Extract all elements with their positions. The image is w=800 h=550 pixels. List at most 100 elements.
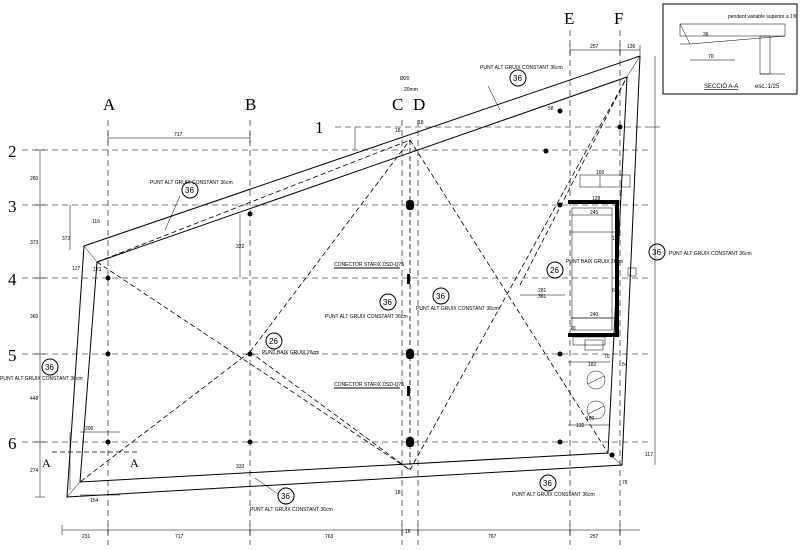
dim-left-2: 373 <box>30 240 39 246</box>
pipe-circle-lower <box>586 400 606 420</box>
tag-circle <box>539 474 557 492</box>
dim-misc-7: 245 <box>590 210 599 216</box>
slope-lines <box>79 76 628 483</box>
dim-misc-25: 78 <box>622 480 628 486</box>
dim-misc-9: 20 <box>570 326 576 332</box>
dim-top-3: 136 <box>627 44 636 50</box>
axis-label-1: 1 <box>315 118 324 137</box>
dimension-texts: 231 717 763 767 257 717 257 136 280 373 … <box>30 44 653 540</box>
pipe-circle-upper <box>586 370 606 390</box>
dimension-lines <box>35 45 660 535</box>
dim-misc-27: 58 <box>548 106 554 112</box>
annotations: 36 PUNT ALT GRUIX CONSTANT 36cm 36 PUNT … <box>0 65 752 513</box>
dim-misc-6: 128 <box>592 196 601 202</box>
rebar-markers <box>105 108 623 458</box>
note-punt-alt-top: PUNT ALT GRUIX CONSTANT 36cm <box>480 65 563 71</box>
axis-label-C: C <box>392 95 403 114</box>
dim-misc-11: 60 <box>612 288 618 294</box>
note-punt-baix-right: PUNT BAIX GRUIX 26cm <box>566 259 623 265</box>
note-punt-baix-centre: PUNT BAIX GRUIX 26cm <box>262 350 319 356</box>
dim-left-1: 280 <box>30 176 39 182</box>
tag-circle <box>41 358 59 376</box>
dim-misc-19: 322 <box>236 244 245 250</box>
dim-top-2: 257 <box>590 44 599 50</box>
slab-outline <box>66 55 641 498</box>
note-punt-alt-right: PUNT ALT GRUIX CONSTANT 36cm <box>669 251 752 257</box>
note-punt-alt-left-2: PUNT ALT GRUIX CONSTANT 36cm <box>0 376 83 382</box>
section-mark: A A <box>42 451 139 470</box>
dim-misc-26: 117 <box>645 452 653 458</box>
tag-circle <box>181 181 199 199</box>
rebar-tag-top: Ø20 <box>400 76 410 82</box>
section-mark-left: A <box>42 456 51 470</box>
tag-circle <box>432 287 450 305</box>
dim-misc-28: 373 <box>62 236 71 242</box>
note-punt-alt-centre: PUNT ALT GRUIX CONSTANT 36cm <box>325 314 408 320</box>
dim-misc-4: 18 <box>395 490 401 496</box>
tag-circle <box>546 261 564 279</box>
dim-misc-8: 240 <box>590 312 599 318</box>
dim-bottom-1: 231 <box>82 534 91 540</box>
rebar-tags: Ø20 20mm <box>400 76 418 93</box>
tag-circle <box>509 69 527 87</box>
tag-number: 36 <box>652 248 661 257</box>
dim-bottom-3: 763 <box>325 534 334 540</box>
section-scale: esc.:1/25 <box>755 84 780 90</box>
connector-label-upper: CONECTOR STAFIX DSD-Q75 <box>334 262 404 268</box>
section-dim-length: 70 <box>708 54 714 60</box>
dim-misc-22: 132 <box>576 423 585 429</box>
note-punt-alt-bottom: PUNT ALT GRUIX CONSTANT 36cm <box>250 507 333 513</box>
tag-number: 26 <box>550 266 559 275</box>
dim-misc-3: 16 <box>405 529 411 535</box>
tag-circle <box>277 487 295 505</box>
dim-left-4: 448 <box>30 396 39 402</box>
axis-label-A: A <box>103 95 116 114</box>
tag-number: 36 <box>513 74 522 83</box>
section-title: SECCIÓ A-A <box>704 83 738 90</box>
section-mark-right: A <box>130 456 139 470</box>
dim-misc-20: 333 <box>236 464 245 470</box>
axis-label-5: 5 <box>8 346 17 365</box>
dim-misc-14: 173 <box>93 267 102 273</box>
tag-number: 36 <box>281 492 290 501</box>
dim-bottom-2: 717 <box>175 534 184 540</box>
axis-label-F: F <box>614 9 623 28</box>
tag-number: 36 <box>383 298 392 307</box>
section-note: pendent variable superior a 1% <box>728 14 798 20</box>
note-punt-alt-bottom-right: PUNT ALT GRUIX CONSTANT 36cm <box>512 492 595 498</box>
note-punt-alt-left: PUNT ALT GRUIX CONSTANT 36cm <box>150 180 233 186</box>
axis-label-B: B <box>245 95 256 114</box>
dim-misc-13: 127 <box>72 266 81 272</box>
section-dim-thickness: 36 <box>703 32 709 38</box>
row-axis-labels: 1 2 3 4 5 6 <box>8 118 324 453</box>
dim-bottom-4: 767 <box>488 534 497 540</box>
connector-label-lower: CONECTOR STAFIX DSD-Q75 <box>334 382 404 388</box>
dim-misc-1: 18 <box>395 128 401 134</box>
dim-left-5: 274 <box>30 468 39 474</box>
tag-circle <box>648 243 666 261</box>
tag-number: 36 <box>45 363 54 372</box>
tag-number: 36 <box>436 292 445 301</box>
axis-label-3: 3 <box>8 197 17 216</box>
tag-circle <box>265 332 283 350</box>
dim-misc-17: 361 <box>538 294 547 300</box>
axis-label-4: 4 <box>8 270 17 289</box>
dim-misc-16: 154 <box>90 498 99 504</box>
dim-bottom-5: 257 <box>590 534 599 540</box>
dim-misc-24: 54 <box>622 362 628 368</box>
note-punt-alt-centre-2: PUNT ALT GRUIX CONSTANT 36cm <box>416 306 499 312</box>
dim-misc-18: 281 <box>538 288 547 294</box>
tag-circle <box>379 293 397 311</box>
axis-label-E: E <box>564 9 574 28</box>
dim-misc-10: 115 <box>612 236 620 242</box>
dim-misc-15: 206 <box>85 426 94 432</box>
axis-label-6: 6 <box>8 434 17 453</box>
tag-number: 36 <box>543 479 552 488</box>
axis-label-2: 2 <box>8 142 17 161</box>
column-axis-labels: A B C D E F <box>103 9 623 114</box>
section-detail: pendent variable superior a 1% 36 70 SEC… <box>662 3 798 95</box>
dim-misc-29: 70 <box>604 354 610 360</box>
tag-number: 36 <box>185 186 194 195</box>
dim-left-3: 360 <box>30 314 39 320</box>
